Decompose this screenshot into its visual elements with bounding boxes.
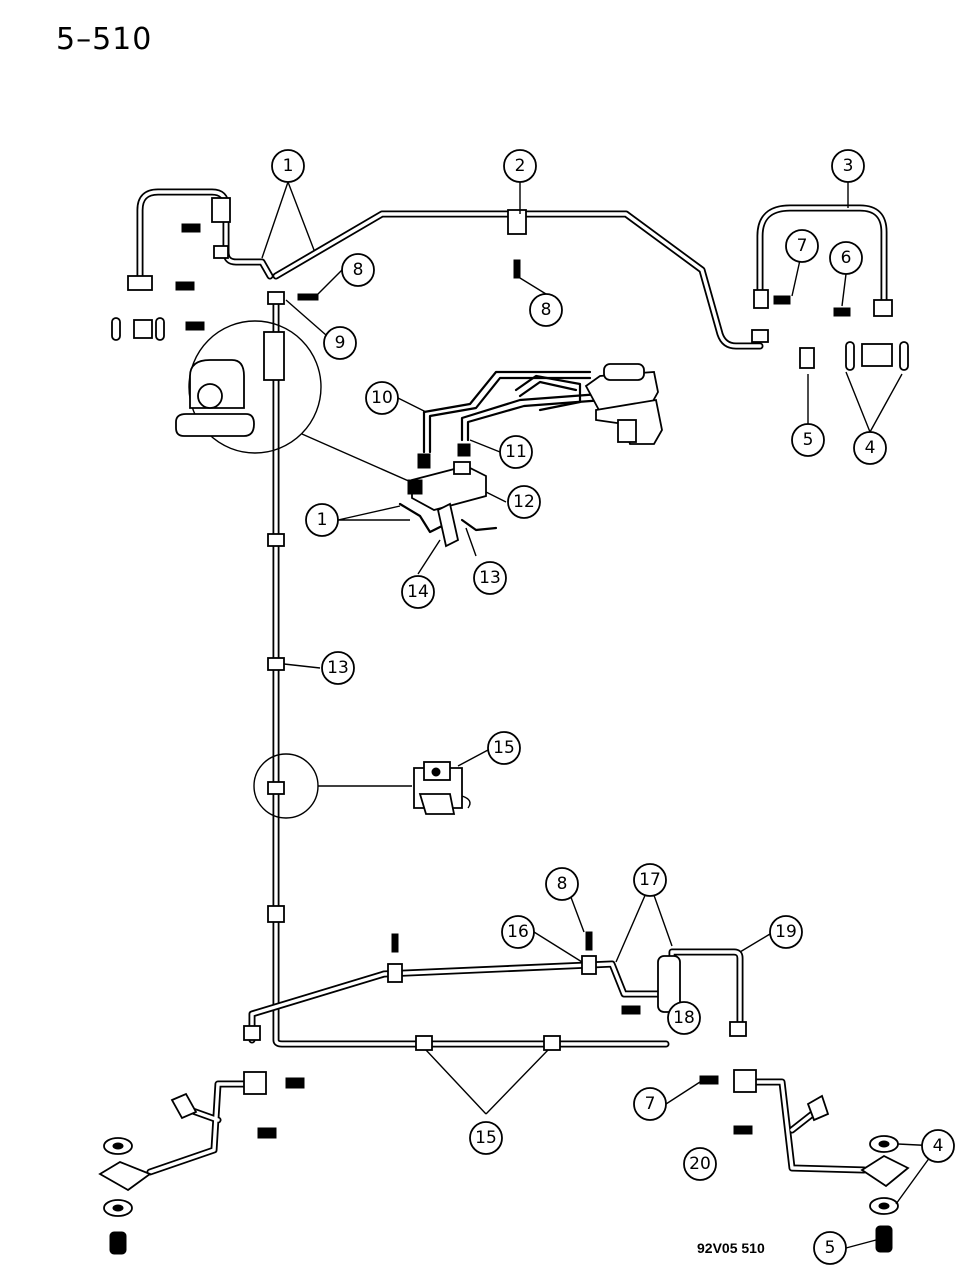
svg-text:12: 12	[513, 492, 535, 512]
callout-4-top: 4	[853, 431, 887, 465]
svg-text:7: 7	[645, 1094, 656, 1114]
svg-text:13: 13	[327, 658, 349, 678]
svg-text:7: 7	[797, 236, 808, 256]
callout-17: 17	[633, 863, 667, 897]
svg-text:1: 1	[317, 510, 328, 530]
callout-8-top-left: 8	[341, 253, 375, 287]
callout-5-top: 5	[791, 423, 825, 457]
brake-tubing	[136, 188, 888, 1176]
callout-13-valve: 13	[473, 561, 507, 595]
svg-text:13: 13	[479, 568, 501, 588]
callout-1-valve: 1	[305, 503, 339, 537]
callout-15-bottom: 15	[469, 1121, 503, 1155]
callout-10: 10	[365, 381, 399, 415]
svg-text:18: 18	[673, 1008, 695, 1028]
proportioning-valve	[407, 443, 487, 548]
svg-text:16: 16	[507, 922, 529, 942]
hardware	[98, 197, 910, 1255]
callout-6: 6	[829, 241, 863, 275]
callout-9: 9	[323, 326, 357, 360]
callout-13-line: 13	[321, 651, 355, 685]
page-title: 5–510	[56, 22, 153, 57]
callout-20: 20	[683, 1147, 717, 1181]
svg-text:20: 20	[689, 1154, 711, 1174]
callout-11: 11	[499, 435, 533, 469]
height-sensing-valve-detail	[413, 761, 471, 815]
callout-8-top-center: 8	[529, 293, 563, 327]
callout-7-bottom: 7	[633, 1087, 667, 1121]
callout-2: 2	[503, 149, 537, 183]
svg-text:1: 1	[283, 156, 294, 176]
svg-text:6: 6	[841, 248, 852, 268]
svg-text:8: 8	[353, 260, 364, 280]
svg-text:5: 5	[825, 1238, 836, 1258]
svg-text:15: 15	[475, 1128, 497, 1148]
detail-magnifiers	[175, 320, 421, 819]
callout-1-top: 1	[271, 149, 305, 183]
svg-text:3: 3	[843, 156, 854, 176]
callout-15-detail: 15	[487, 731, 521, 765]
svg-text:4: 4	[865, 438, 876, 458]
svg-text:8: 8	[557, 874, 568, 894]
master-cylinder	[584, 363, 663, 445]
callout-7-top: 7	[785, 229, 819, 263]
svg-text:9: 9	[335, 333, 346, 353]
callout-19: 19	[769, 915, 803, 949]
svg-text:8: 8	[541, 300, 552, 320]
callout-5-bottom: 5	[813, 1231, 847, 1265]
callout-8-bottom: 8	[545, 867, 579, 901]
callout-3: 3	[831, 149, 865, 183]
callout-18: 18	[667, 1001, 701, 1035]
callout-4-bottom: 4	[921, 1129, 955, 1163]
leader-lines	[261, 181, 939, 1249]
callout-14: 14	[401, 575, 435, 609]
svg-text:17: 17	[639, 870, 661, 890]
svg-text:5: 5	[803, 430, 814, 450]
callout-16: 16	[501, 915, 535, 949]
svg-text:14: 14	[407, 582, 429, 602]
svg-text:2: 2	[515, 156, 526, 176]
svg-text:15: 15	[493, 738, 515, 758]
svg-text:4: 4	[933, 1136, 944, 1156]
svg-text:11: 11	[505, 442, 527, 462]
svg-text:19: 19	[775, 922, 797, 942]
drawing-code: 92V05 510	[697, 1240, 765, 1256]
svg-text:10: 10	[371, 388, 393, 408]
callout-12: 12	[507, 485, 541, 519]
